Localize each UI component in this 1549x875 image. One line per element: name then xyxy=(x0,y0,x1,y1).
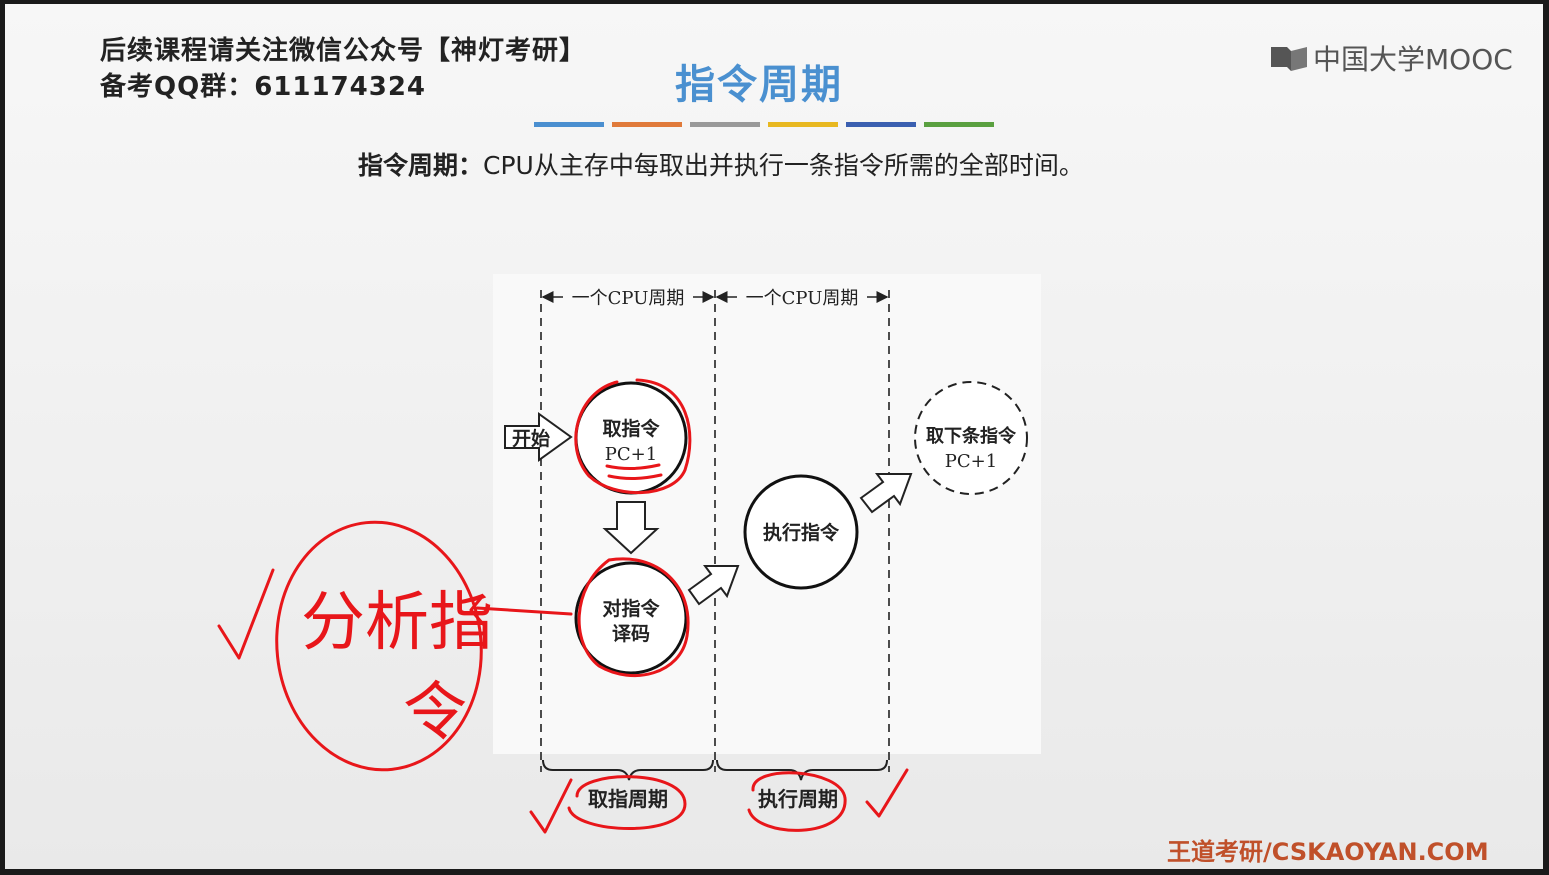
next-label: 取下条指令 xyxy=(926,425,1017,447)
fetch-pc-label: PC+1 xyxy=(605,444,657,465)
fetch-period-circle xyxy=(567,775,687,830)
note-circle xyxy=(275,520,483,772)
execute-period-checkmark xyxy=(865,768,909,818)
title-color-bar xyxy=(924,122,994,127)
fetch-period-brace xyxy=(542,759,714,781)
note-text-line1: 分析指 xyxy=(301,586,493,660)
decode-node: 对指令 译码 xyxy=(574,561,688,675)
title-color-bar xyxy=(690,122,760,127)
execute-node: 执行指令 xyxy=(743,474,859,590)
pc-underline-2 xyxy=(607,473,663,480)
fetch-period-checkmark xyxy=(529,778,573,834)
slide: 后续课程请关注微信公众号【神灯考研】 备考QQ群：611174324 指令周期 … xyxy=(5,4,1543,869)
cpu-cycle-dimension-1: 一个CPU周期 xyxy=(541,288,715,309)
title-color-bar xyxy=(534,122,604,127)
fetch-period-label: 取指周期 xyxy=(588,787,668,811)
decode-circle-highlight xyxy=(577,557,690,678)
title-color-bar xyxy=(846,122,916,127)
decode-label-1: 对指令 xyxy=(602,597,660,620)
decode-to-execute-arrow xyxy=(687,565,740,606)
cycle-boundaries xyxy=(540,290,890,772)
title-color-bar xyxy=(612,122,682,127)
mooc-logo: 中国大学MOOC xyxy=(1269,38,1513,78)
watermark: 王道考研/CSKAOYAN.COM xyxy=(1167,838,1489,866)
decode-label-2: 译码 xyxy=(612,623,650,645)
fetch-to-decode-arrow xyxy=(602,501,660,555)
execute-period-circle xyxy=(747,771,847,832)
definition-term: 指令周期： xyxy=(358,151,484,180)
promo-wechat: 后续课程请关注微信公众号【神灯考研】 xyxy=(100,36,587,66)
pc-underline-1 xyxy=(605,463,661,470)
note-checkmark xyxy=(217,568,275,660)
note-text-line2: 令 xyxy=(403,676,467,750)
fetch-label: 取指令 xyxy=(602,417,660,440)
definition-text: CPU从主存中每取出并执行一条指令所需的全部时间。 xyxy=(483,151,1084,180)
cpu-cycle-dimension-2: 一个CPU周期 xyxy=(715,288,889,309)
execute-period-label: 执行周期 xyxy=(758,787,838,811)
execute-to-next-arrow xyxy=(859,473,913,514)
next-instruction-node: 取下条指令 PC+1 xyxy=(914,381,1028,495)
definition: 指令周期：CPU从主存中每取出并执行一条指令所需的全部时间。 xyxy=(358,146,1084,182)
mooc-logo-text: 中国大学MOOC xyxy=(1313,43,1513,76)
next-pc-label: PC+1 xyxy=(945,451,997,472)
promo-qq-group: 备考QQ群：611174324 xyxy=(100,72,427,102)
handwritten-annotations xyxy=(217,378,909,834)
start-arrow: 开始 xyxy=(504,412,573,462)
cpu-cycle-label-1: 一个CPU周期 xyxy=(572,288,685,309)
title-color-bar xyxy=(768,122,838,127)
fetch-circle-highlight xyxy=(574,378,692,494)
mooc-book-icon xyxy=(1269,43,1309,73)
slide-title: 指令周期 xyxy=(675,62,843,108)
instruction-cycle-diagram: 一个CPU周期 一个CPU周期 开始 取指令 PC+1 对指令 译码 xyxy=(217,288,1028,834)
start-label: 开始 xyxy=(512,427,550,450)
fetch-node: 取指令 PC+1 xyxy=(574,381,688,495)
execute-label: 执行指令 xyxy=(763,521,840,544)
cpu-cycle-label-2: 一个CPU周期 xyxy=(746,288,859,309)
execute-period-brace xyxy=(716,759,888,781)
